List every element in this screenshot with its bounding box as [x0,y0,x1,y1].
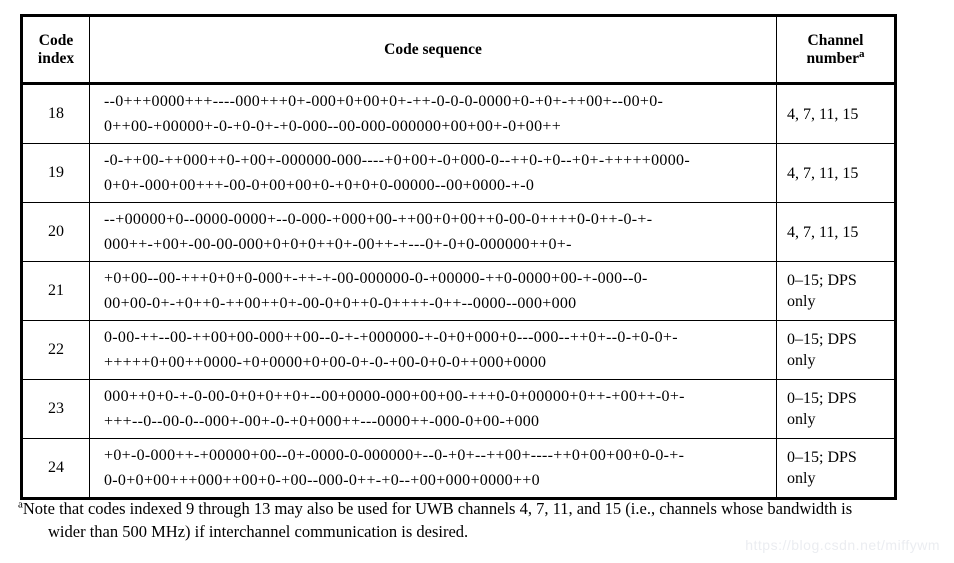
channel-number-cell: 4, 7, 11, 15 [776,202,897,262]
table-footnote: aNote that codes indexed 9 through 13 ma… [18,497,886,543]
code-sequence-line: -0-++00-++000++0-+00+-000000-000----+0+0… [104,152,690,169]
code-sequence-cell: +0+00--00-+++0+0+0-000+-++-+-00-000000-0… [89,261,777,321]
code-sequence-line: --+00000+0--0000-0000+--0-000-+000+00-++… [104,211,653,228]
code-index-cell: 22 [20,320,90,380]
code-sequence-line: +++--0--00-0--000+-00+-0-+0+000++---0000… [104,413,540,430]
code-sequence-line: +++++0+00++0000-+0+0000+0+00-0+-0-+00-0+… [104,354,547,371]
header-footnote-marker: a [859,47,865,60]
table-row: 20 --+00000+0--0000-0000+--0-000-+000+00… [20,202,897,262]
header-code-sequence: Code sequence [89,14,777,85]
table-row: 24 +0+-0-000++-+00000+00--0+-0000-0-0000… [20,438,897,500]
code-sequence-cell: 000++0+0-+-0-00-0+0+0++0+--00+0000-000+0… [89,379,777,439]
header-channel-number-label: Channel number [806,31,864,67]
code-sequence-cell: +0+-0-000++-+00000+00--0+-0000-0-000000+… [89,438,777,500]
footnote-marker: a [18,498,23,511]
channel-number-cell: 0–15; DPS only [776,379,897,439]
code-sequence-cell: 0-00-++--00-++00+00-000++00--0-+-+000000… [89,320,777,380]
code-sequence-cell: --0+++0000+++----000+++0+-000+0+00+0+-++… [89,83,777,144]
channel-number-cell: 4, 7, 11, 15 [776,143,897,203]
table-row: 18 --0+++0000+++----000+++0+-000+0+00+0+… [20,83,897,144]
code-sequence-line: 0-00-++--00-++00+00-000++00--0-+-+000000… [104,329,678,346]
header-code-index-label: Code index [37,31,75,67]
table-row: 22 0-00-++--00-++00+00-000++00--0-+-+000… [20,320,897,380]
channel-number-cell: 0–15; DPS only [776,320,897,380]
code-sequence-line: +0+-0-000++-+00000+00--0+-0000-0-000000+… [104,447,685,464]
header-row: Code index Code sequence Channel numbera [20,14,897,85]
code-sequence-line: --0+++0000+++----000+++0+-000+0+00+0+-++… [104,93,664,110]
channel-number-cell: 0–15; DPS only [776,261,897,321]
header-channel-number: Channel numbera [776,14,897,85]
table-row: 21 +0+00--00-+++0+0+0-000+-++-+-00-00000… [20,261,897,321]
channel-number-cell: 0–15; DPS only [776,438,897,500]
watermark-url: https://blog.csdn.net/miffywm [745,537,940,553]
code-index-cell: 23 [20,379,90,439]
code-sequence-cell: -0-++00-++000++0-+00+-000000-000----+0+0… [89,143,777,203]
code-sequence-line: 0-0+0+00+++000++00+0-+00--000-0++-+0--+0… [104,472,540,489]
channel-number-cell: 4, 7, 11, 15 [776,83,897,144]
code-sequence-table: Code index Code sequence Channel numbera… [20,14,897,500]
table-body: 18 --0+++0000+++----000+++0+-000+0+00+0+… [20,83,897,500]
code-index-cell: 19 [20,143,90,203]
code-sequence-line: 0++00-+00000+-0-+0-0+-+0-000--00-000-000… [104,118,562,135]
header-code-index: Code index [20,14,90,85]
code-index-cell: 24 [20,438,90,500]
code-sequence-line: 000++0+0-+-0-00-0+0+0++0+--00+0000-000+0… [104,388,685,405]
code-sequence-line: 000++-+00+-00-00-000+0+0+0++0+-00++-+---… [104,236,572,253]
table-row: 23 000++0+0-+-0-00-0+0+0++0+--00+0000-00… [20,379,897,439]
code-sequence-line: +0+00--00-+++0+0+0-000+-++-+-00-000000-0… [104,270,648,287]
code-sequence-cell: --+00000+0--0000-0000+--0-000-+000+00-++… [89,202,777,262]
code-index-cell: 21 [20,261,90,321]
code-sequence-line: 00+00-0+-+0++0-++00++0+-00-0+0++0-0++++-… [104,295,577,312]
footnote-text: Note that codes indexed 9 through 13 may… [22,499,853,541]
code-index-cell: 20 [20,202,90,262]
header-code-sequence-label: Code sequence [384,40,482,58]
code-sequence-line: 0+0+-000+00+++-00-0+00+00+0-+0+0+0-00000… [104,177,535,194]
table-row: 19 -0-++00-++000++0-+00+-000000-000----+… [20,143,897,203]
code-index-cell: 18 [20,83,90,144]
